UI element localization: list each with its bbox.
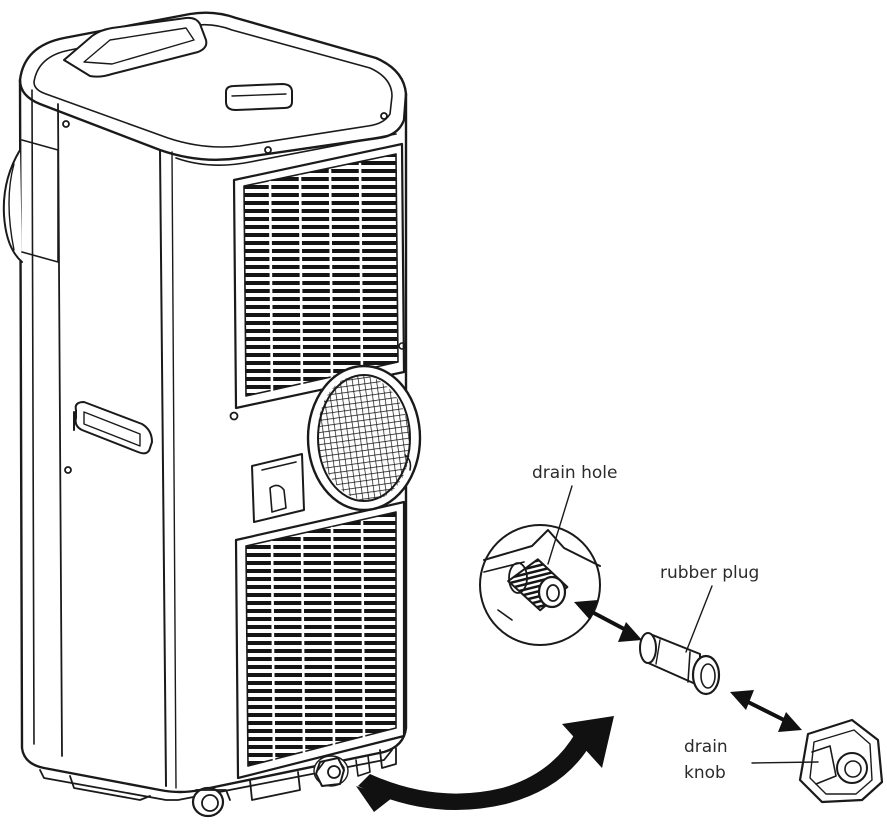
upper-grille-frame <box>232 142 406 410</box>
rubber-plug <box>639 632 721 696</box>
screw <box>264 146 272 154</box>
drain-knob-part <box>798 718 884 804</box>
unit-top-lid <box>18 11 408 161</box>
top-handle <box>63 16 208 78</box>
unit-body <box>18 78 408 794</box>
side-handle <box>74 401 153 455</box>
base-bumper <box>39 749 393 801</box>
drain-knob-leader <box>751 761 819 764</box>
screw <box>229 411 239 421</box>
label-rubber-plug: rubber plug <box>660 563 759 583</box>
drain-hole-leader <box>547 485 573 565</box>
curved-arrow <box>356 716 614 812</box>
label-plate <box>251 453 305 523</box>
screw <box>398 342 406 350</box>
lower-grille <box>245 511 397 767</box>
double-arrow-plug-knob <box>730 690 802 732</box>
lower-grille-frame <box>234 500 406 780</box>
side-outlet <box>2 149 23 263</box>
screw <box>380 112 388 120</box>
screw <box>62 120 70 128</box>
air-conditioner-unit <box>2 11 422 818</box>
upper-grille <box>243 153 399 397</box>
label-drain-knob-line1: drain <box>684 737 728 757</box>
drain-knob-on-unit <box>313 755 349 787</box>
label-drain-hole: drain hole <box>532 463 617 483</box>
top-slot <box>225 83 293 111</box>
drain-hole-detail <box>479 524 601 646</box>
rubber-plug-leader <box>685 585 713 653</box>
drain-hole-spout <box>507 558 569 612</box>
exhaust-mesh <box>309 369 419 507</box>
caster-wheel <box>191 786 231 818</box>
double-arrow-hole-plug <box>574 600 642 642</box>
label-drain-knob-line2: knob <box>684 763 726 783</box>
screw <box>64 466 72 474</box>
